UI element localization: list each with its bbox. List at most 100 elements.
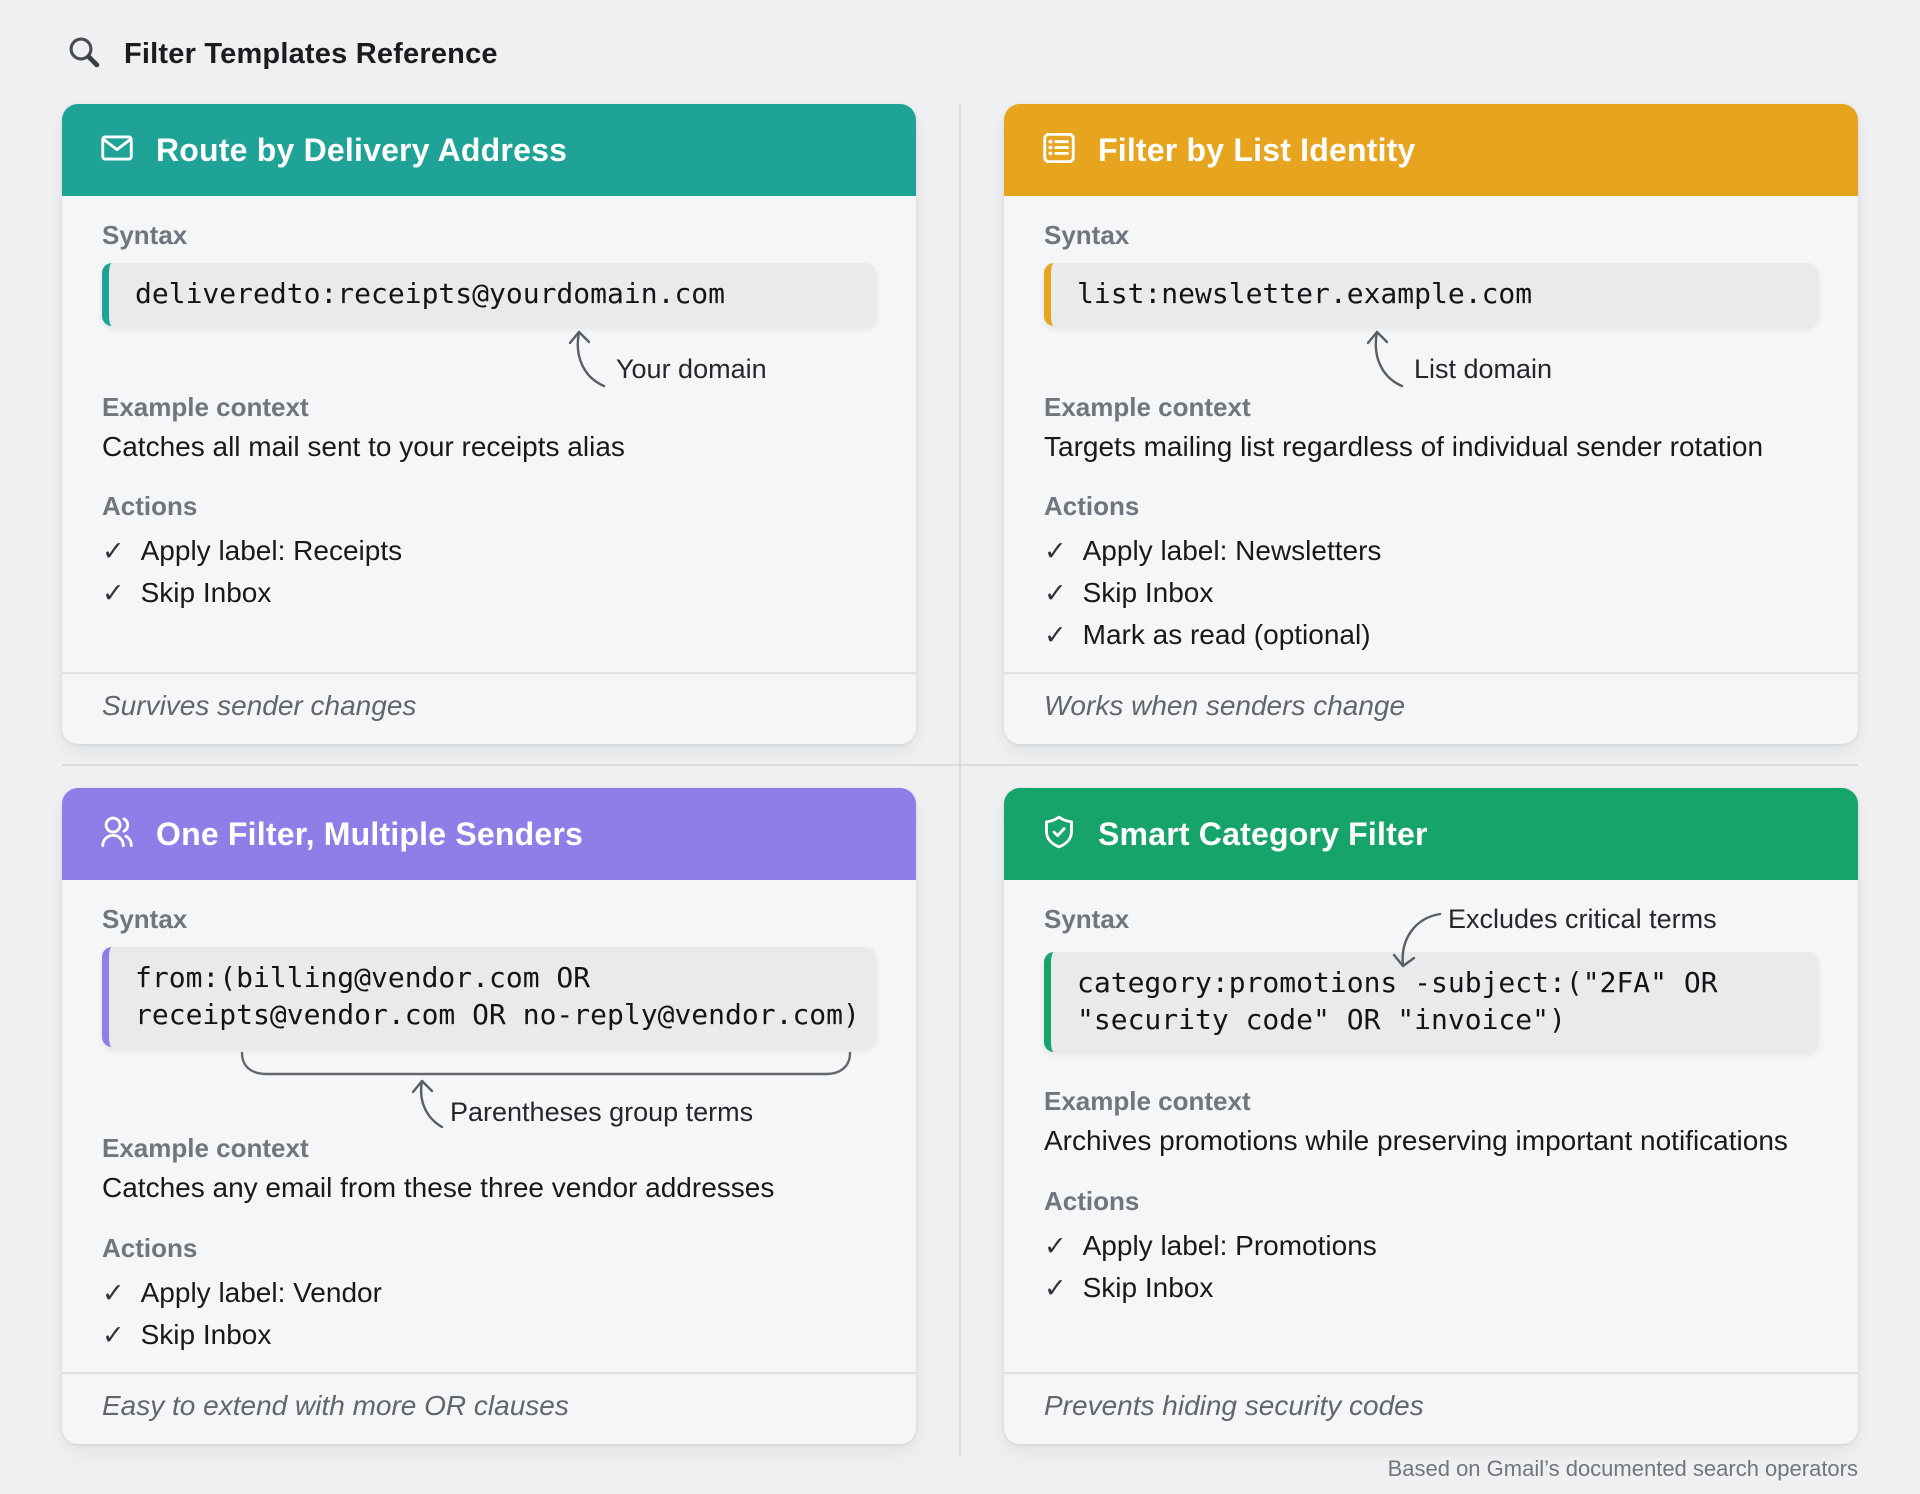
action-label: Skip Inbox [1082,1271,1214,1303]
page-titlebar: Filter Templates Reference [66,28,1858,80]
annotation: Your domain [102,326,876,392]
actions-label: Actions [1044,1185,1140,1216]
page-title: Filter Templates Reference [124,37,498,70]
example-context-text: Archives promotions while preserving imp… [1044,1125,1788,1157]
annotation-label: List domain [1414,353,1553,384]
example-context-label: Example context [102,1133,309,1164]
annotation-label: Excludes critical terms [1448,904,1717,935]
card-footer: Works when senders change [1004,672,1858,744]
code-block: from:(billing@vendor.com OR receipts@ven… [102,947,876,1048]
check-icon: ✓ [1044,1230,1067,1261]
action-item: ✓ Apply label: Newsletters [1044,530,1818,572]
code-line: list:newsletter.example.com [1077,277,1533,310]
card-footer: Easy to extend with more OR clauses [62,1371,916,1444]
action-label: Apply label: Receipts [140,535,403,567]
actions-label: Actions [102,1232,198,1263]
action-item: ✓ Skip Inbox [102,572,876,614]
card-body: Syntax deliveredto:receipts@yourdomain.c… [62,196,916,630]
code-line: deliveredto:receipts@yourdomain.com [135,277,726,310]
example-context-text: Catches any email from these three vendo… [102,1172,775,1204]
card-header: Route by Delivery Address [62,104,916,196]
card-body: Syntax Excludes critical terms category:… [1004,880,1858,1324]
example-context-label: Example context [1044,391,1251,422]
check-icon: ✓ [1044,620,1067,651]
envelope-icon [98,129,136,172]
code-line: from:(billing@vendor.com OR [135,961,591,995]
action-label: Skip Inbox [1082,577,1214,609]
code-line: receipts@vendor.com OR no-reply@vendor.c… [135,998,860,1032]
card-header: Smart Category Filter [1004,788,1858,881]
annotation-arrow [568,330,606,388]
action-item: ✓ Skip Inbox [1044,572,1818,614]
code-block: list:newsletter.example.com [1044,263,1818,326]
list-icon [1040,129,1078,172]
card-footer: Prevents hiding security codes [1004,1371,1858,1444]
card-footer: Survives sender changes [62,672,916,744]
code-line: "security code" OR "invoice") [1077,1003,1566,1037]
action-item: ✓ Apply label: Receipts [102,530,876,572]
card-filter-by-list-identity: Filter by List Identity Syntax list:news… [1004,104,1858,745]
action-label: Apply label: Vendor [140,1276,382,1308]
action-label: Apply label: Promotions [1082,1229,1377,1261]
users-icon [98,813,136,856]
check-icon: ✓ [102,1277,125,1308]
check-icon: ✓ [1044,536,1067,567]
example-context-label: Example context [1044,1086,1251,1117]
code-line: category:promotions -subject:("2FA" OR [1077,966,1718,1000]
annotation-label: Parentheses group terms [450,1097,754,1128]
search-icon [66,34,102,75]
action-item: ✓ Skip Inbox [1044,1267,1818,1309]
check-icon: ✓ [1044,1272,1067,1303]
check-icon: ✓ [1044,578,1067,609]
actions-label: Actions [102,491,198,522]
actions-label: Actions [1044,491,1140,522]
example-context-text: Catches all mail sent to your receipts a… [102,430,625,462]
code-block: category:promotions -subject:("2FA" OR "… [1044,952,1818,1053]
action-item: ✓ Skip Inbox [102,1314,876,1356]
card-grid: Route by Delivery Address Syntax deliver… [62,104,1858,1456]
footer-note: Works when senders change [1044,690,1406,722]
syntax-row: Syntax Excludes critical terms [1044,904,1818,968]
check-icon: ✓ [102,578,125,609]
shield-check-icon [1040,813,1078,856]
syntax-label: Syntax [1044,220,1130,250]
syntax-label: Syntax [102,904,188,935]
action-label: Mark as read (optional) [1082,619,1371,651]
attribution: Based on Gmail’s documented search opera… [1387,1455,1858,1481]
annotation-label: Your domain [616,353,767,384]
action-item: ✓ Apply label: Vendor [102,1272,876,1314]
annotation: Parentheses group terms [102,1047,876,1133]
card-title: Filter by List Identity [1098,131,1416,168]
syntax-label: Syntax [1044,904,1130,935]
action-item: ✓ Mark as read (optional) [1044,614,1818,656]
code-block: deliveredto:receipts@yourdomain.com [102,263,876,326]
column-divider [959,104,961,1456]
example-context-label: Example context [102,391,309,422]
footer-note: Survives sender changes [102,690,417,722]
example-context-text: Targets mailing list regardless of indiv… [1044,430,1764,462]
action-item: ✓ Apply label: Promotions [1044,1225,1818,1267]
action-label: Apply label: Newsletters [1082,535,1382,567]
annotation-underbrace [240,1052,852,1129]
card-body: Syntax from:(billing@vendor.com OR recei… [62,880,916,1371]
footer-note: Prevents hiding security codes [1044,1389,1424,1421]
check-icon: ✓ [102,1319,125,1350]
card-route-by-delivery-address: Route by Delivery Address Syntax deliver… [62,104,916,745]
check-icon: ✓ [102,536,125,567]
action-label: Skip Inbox [140,1318,272,1350]
card-one-filter-multiple-senders: One Filter, Multiple Senders Syntax from… [62,788,916,1444]
card-header: One Filter, Multiple Senders [62,788,916,881]
card-title: Route by Delivery Address [156,131,568,168]
card-title: Smart Category Filter [1098,815,1428,852]
card-title: One Filter, Multiple Senders [156,815,584,852]
card-smart-category-filter: Smart Category Filter Syntax Excludes cr… [1004,788,1858,1444]
annotation: List domain [1044,326,1818,392]
card-header: Filter by List Identity [1004,104,1858,196]
card-body: Syntax list:newsletter.example.com List … [1004,196,1858,672]
footer-note: Easy to extend with more OR clauses [102,1389,569,1421]
annotation-arrow [1392,913,1442,968]
annotation-arrow [1366,330,1404,388]
action-label: Skip Inbox [140,577,272,609]
syntax-label: Syntax [102,220,188,250]
